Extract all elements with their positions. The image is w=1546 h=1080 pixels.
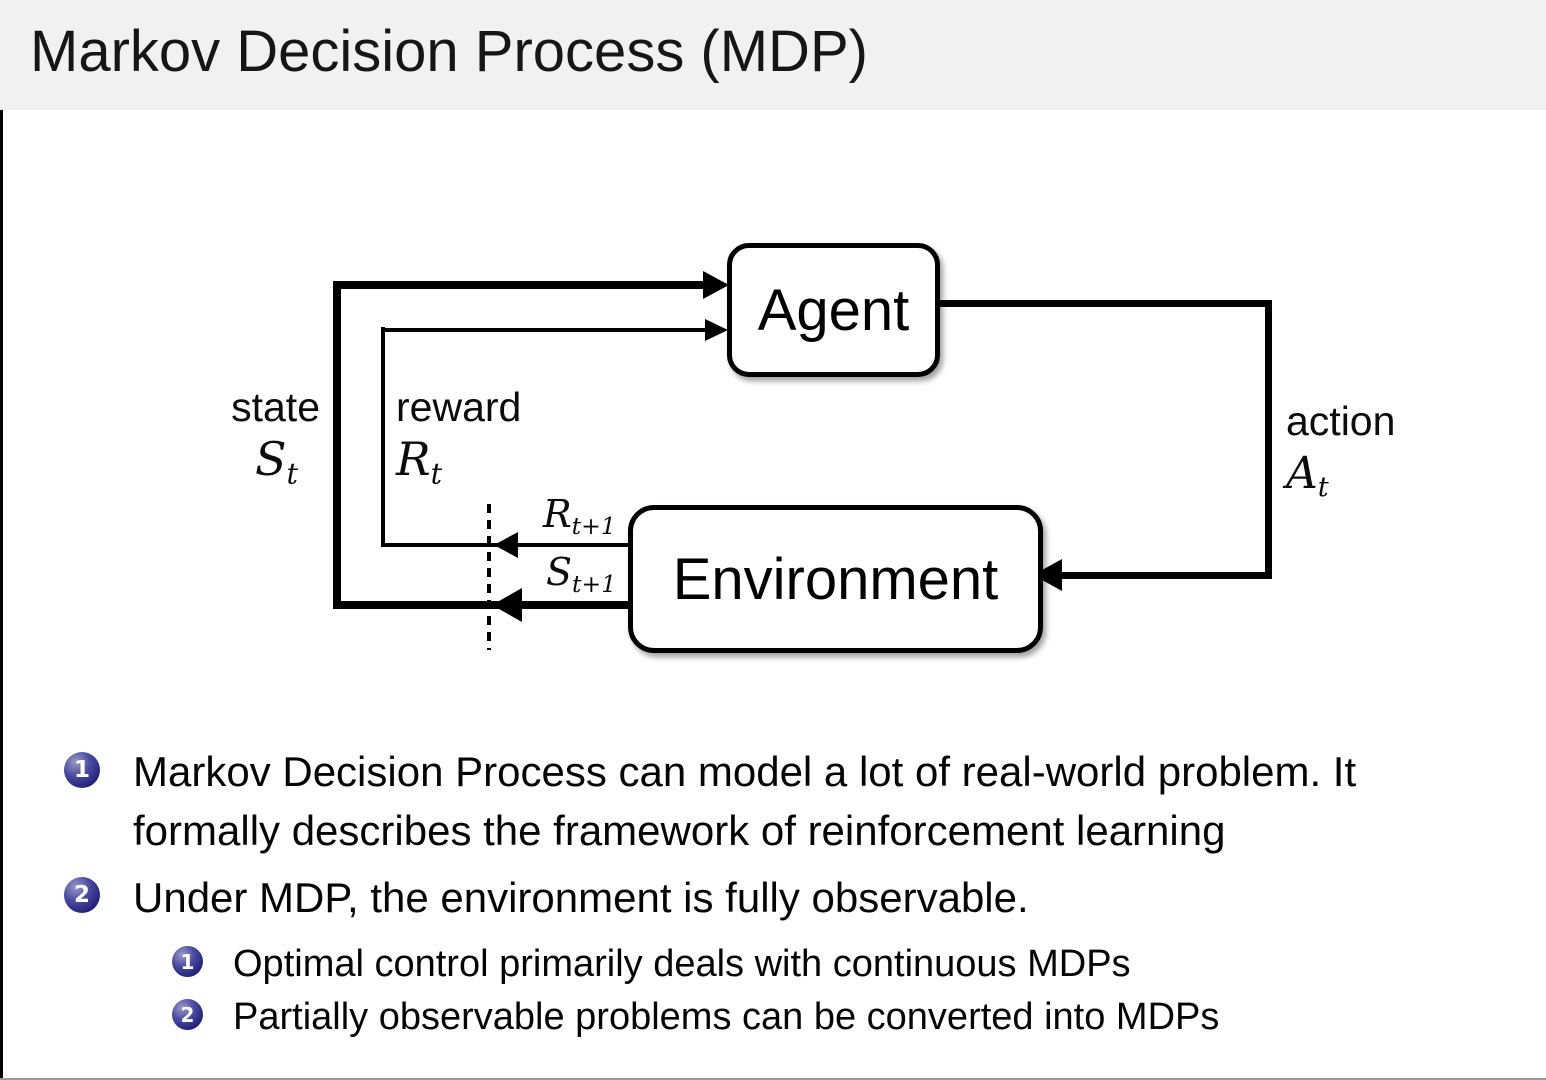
next-state-symbol-subscript: t+1 bbox=[572, 570, 617, 599]
state-label: state bbox=[231, 384, 320, 430]
slide-title: Markov Decision Process (MDP) bbox=[30, 19, 868, 84]
timestep-boundary-dashed-line bbox=[487, 504, 491, 650]
enum-ball-1: 1 bbox=[64, 752, 100, 788]
next-state-symbol: St+1 bbox=[546, 550, 616, 598]
enum-ball-2: 2 bbox=[64, 877, 100, 913]
screen-left-edge bbox=[0, 0, 3, 1080]
action-line-bottom bbox=[1058, 572, 1272, 579]
slide-title-bar: Markov Decision Process (MDP) bbox=[0, 0, 1546, 110]
bullet-item-1-line-1: Markov Decision Process can model a lot … bbox=[133, 748, 1357, 795]
enum-ball-2-number: 2 bbox=[73, 882, 90, 908]
agent-box: Agent bbox=[727, 243, 940, 377]
action-line-vertical bbox=[1265, 300, 1272, 579]
action-symbol: At bbox=[1286, 448, 1329, 503]
enum-ball-1-number: 1 bbox=[73, 757, 90, 783]
next-reward-symbol-letter: R bbox=[543, 492, 572, 536]
enum-subball-2: 2 bbox=[172, 999, 203, 1030]
state-line-horizontal bbox=[333, 281, 707, 289]
enum-subball-1-number: 1 bbox=[180, 949, 195, 974]
sub-bullet-item-2: Partially observable problems can be con… bbox=[233, 996, 1220, 1038]
bullet-item-1: Markov Decision Process can model a lot … bbox=[133, 742, 1356, 860]
sub-bullet-item-1: Optimal control primarily deals with con… bbox=[233, 943, 1131, 985]
enum-subball-2-number: 2 bbox=[180, 1002, 195, 1027]
bullet-item-1-line-2: formally describes the framework of rein… bbox=[133, 807, 1226, 854]
reward-symbol: Rt bbox=[396, 432, 442, 491]
reward-line-horizontal bbox=[381, 328, 708, 332]
environment-box-label: Environment bbox=[672, 546, 999, 612]
reward-label: reward bbox=[396, 384, 522, 430]
state-symbol-letter: S bbox=[255, 432, 287, 486]
state-line-vertical bbox=[333, 281, 341, 609]
reward-symbol-letter: R bbox=[396, 432, 431, 486]
arrowhead-state-to-agent bbox=[703, 271, 729, 299]
state-symbol-subscript: t bbox=[286, 457, 298, 491]
arrowhead-reward-to-agent bbox=[705, 319, 728, 341]
action-symbol-letter: A bbox=[1286, 448, 1318, 499]
agent-box-label: Agent bbox=[757, 277, 910, 343]
enum-subball-1: 1 bbox=[172, 946, 203, 977]
arrowhead-next-reward bbox=[494, 532, 518, 558]
reward-line-vertical bbox=[381, 327, 385, 547]
screen-bottom-edge bbox=[0, 1078, 1546, 1080]
action-label: action bbox=[1286, 398, 1396, 444]
reward-symbol-subscript: t bbox=[430, 457, 443, 491]
next-state-line bbox=[333, 601, 630, 609]
bullet-item-2-line-1: Under MDP, the environment is fully obse… bbox=[133, 874, 1029, 921]
action-line-top bbox=[928, 300, 1272, 307]
next-reward-symbol-subscript: t+1 bbox=[571, 512, 616, 541]
bullet-item-2: Under MDP, the environment is fully obse… bbox=[133, 868, 1029, 927]
action-symbol-subscript: t bbox=[1317, 472, 1329, 504]
next-state-symbol-letter: S bbox=[546, 550, 573, 594]
arrowhead-next-state bbox=[492, 588, 522, 622]
environment-box: Environment bbox=[628, 505, 1043, 653]
next-reward-symbol: Rt+1 bbox=[543, 492, 616, 540]
state-symbol: St bbox=[180, 432, 298, 491]
